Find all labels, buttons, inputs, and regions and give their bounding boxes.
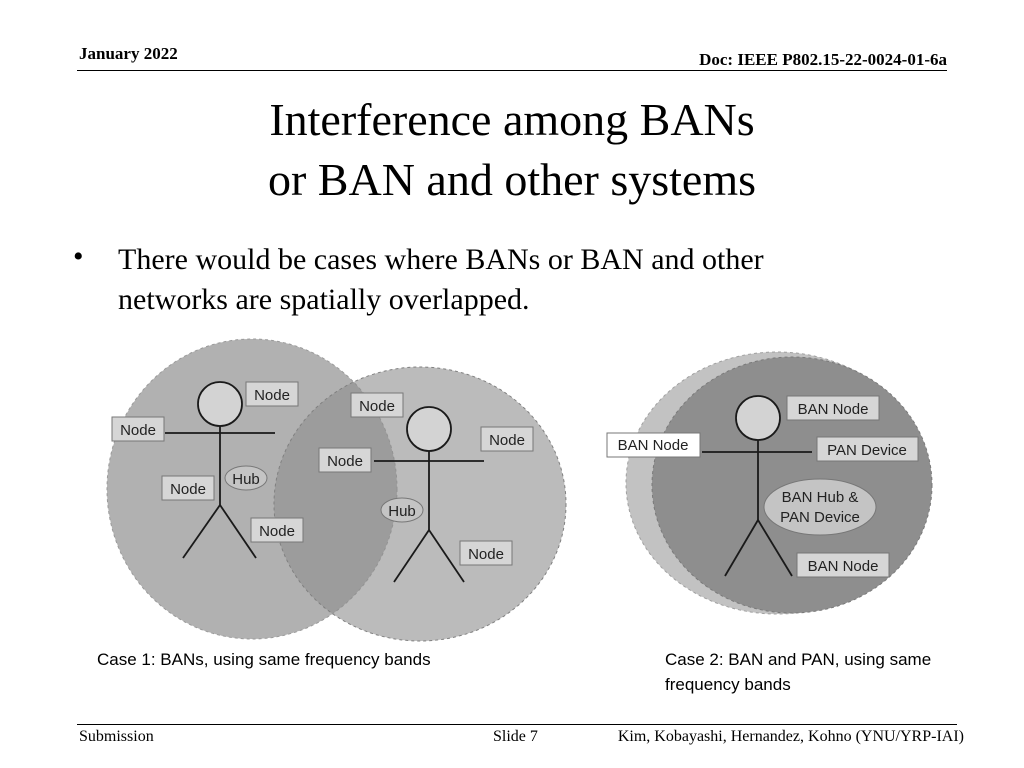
node-label-left-1: Node xyxy=(245,381,299,407)
hub-label-right: Hub xyxy=(380,497,424,523)
node-label-left-3: Node xyxy=(161,475,215,501)
svg-text:BAN Node: BAN Node xyxy=(808,558,879,575)
svg-text:PAN Device: PAN Device xyxy=(780,509,860,526)
case2-caption: Case 2: BAN and PAN, using same frequenc… xyxy=(665,650,932,694)
svg-text:Node: Node xyxy=(468,546,504,563)
node-label-right-1: Node xyxy=(350,392,404,418)
bullet-text: There would be cases where BANs or BAN a… xyxy=(118,243,764,316)
person-right xyxy=(374,406,484,583)
footer-authors: Kim, Kobayashi, Hernandez, Kohno (YNU/YR… xyxy=(617,728,964,745)
ban-node-label-left: BAN Node xyxy=(606,432,701,458)
svg-text:Node: Node xyxy=(327,453,363,470)
ban-node-label-bottom: BAN Node xyxy=(796,552,890,578)
person-case2 xyxy=(702,395,812,577)
case1-diagram: Node Node Node Node Hub Node Node Node xyxy=(106,338,567,642)
node-label-right-2: Node xyxy=(480,426,534,452)
case1-caption: Case 1: BANs, using same frequency bands xyxy=(97,650,431,669)
svg-text:Node: Node xyxy=(170,481,206,498)
header-doc-id: Doc: IEEE P802.15-22-0024-01-6a xyxy=(699,50,947,69)
node-label-left-4: Node xyxy=(250,517,304,543)
svg-text:BAN Node: BAN Node xyxy=(618,437,689,454)
svg-text:Hub: Hub xyxy=(388,503,416,520)
header-date: January 2022 xyxy=(79,44,178,63)
svg-text:Node: Node xyxy=(259,523,295,540)
svg-text:Node: Node xyxy=(120,422,156,439)
footer-divider xyxy=(77,724,957,725)
footer-submission: Submission xyxy=(79,728,154,745)
node-label-right-4: Node xyxy=(459,540,513,566)
svg-text:BAN Hub &: BAN Hub & xyxy=(782,489,859,506)
svg-text:BAN Node: BAN Node xyxy=(798,401,869,418)
header-divider xyxy=(77,70,947,71)
case2-diagram: BAN Node BAN Node PAN Device BAN Hub & P… xyxy=(606,351,933,615)
title-line-2: or BAN and other systems xyxy=(267,154,757,205)
svg-text:Node: Node xyxy=(254,387,290,404)
footer-slide-number: Slide 7 xyxy=(493,728,538,745)
slide-title: Interference among BANs or BAN and other… xyxy=(0,90,1024,210)
pan-device-label: PAN Device xyxy=(816,436,919,462)
svg-text:Node: Node xyxy=(489,432,525,449)
ban-hub-pan-device-label: BAN Hub & PAN Device xyxy=(763,478,877,536)
bullet-marker: • xyxy=(73,240,84,273)
title-line-1: Interference among BANs xyxy=(269,94,755,145)
node-label-right-3: Node xyxy=(318,447,372,473)
svg-text:Hub: Hub xyxy=(232,471,260,488)
hub-label-left: Hub xyxy=(224,465,268,491)
person-left xyxy=(165,381,275,559)
svg-text:Node: Node xyxy=(359,398,395,415)
svg-text:PAN Device: PAN Device xyxy=(827,442,907,459)
node-label-left-2: Node xyxy=(111,416,165,442)
ban-node-label-top: BAN Node xyxy=(786,395,880,421)
